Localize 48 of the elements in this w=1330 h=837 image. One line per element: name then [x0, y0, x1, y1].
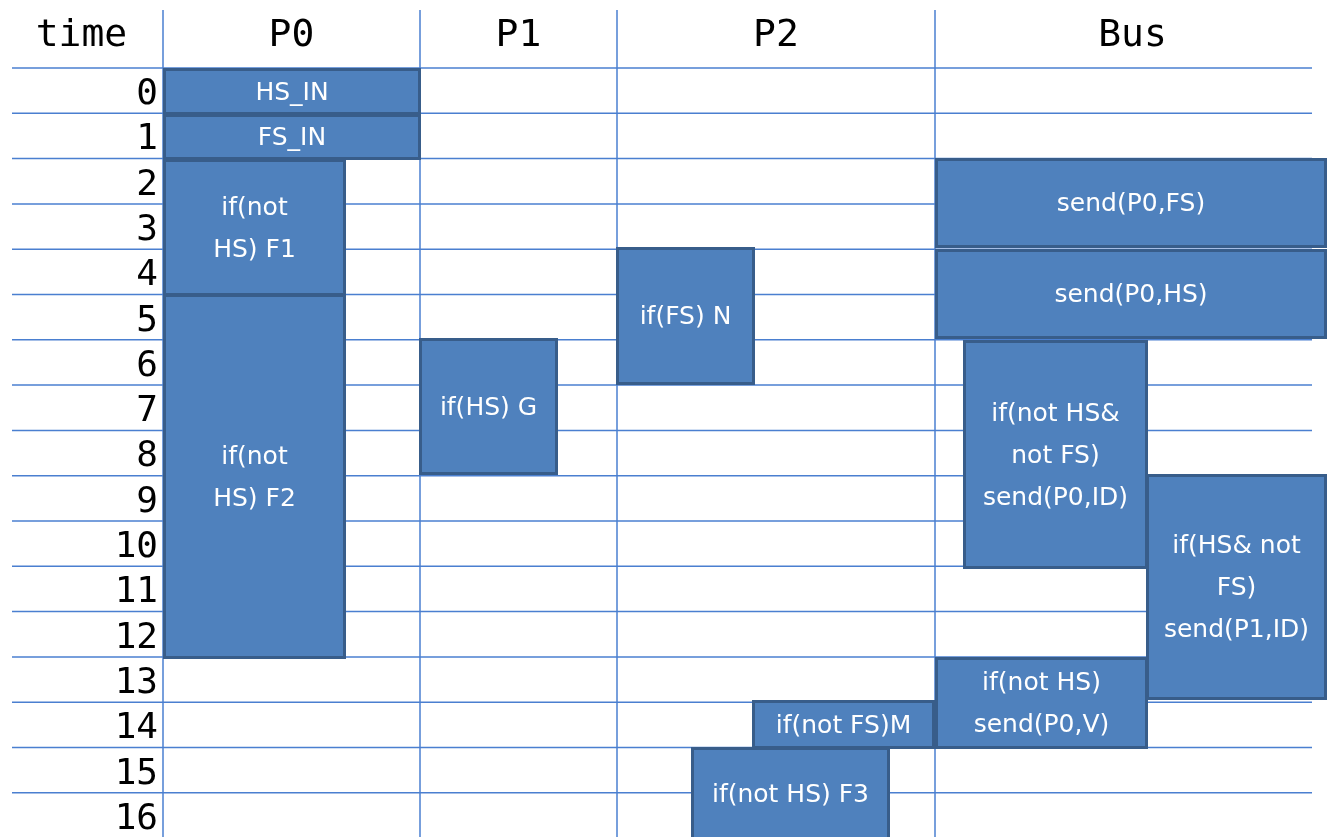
column-header: Bus — [1097, 10, 1168, 57]
time-label: 3 — [136, 205, 158, 250]
column-header: P0 — [267, 10, 316, 57]
time-label: 14 — [114, 704, 158, 749]
time-label: 11 — [114, 568, 158, 613]
task-label: if(not HS) send(P0,V) — [972, 666, 1111, 740]
task-block — [616, 247, 755, 385]
task-block — [1146, 474, 1327, 700]
task-label: send(P0,HS) — [1054, 278, 1208, 310]
task-label: if(FS) N — [639, 300, 732, 332]
time-label: 7 — [136, 387, 158, 432]
column-header: P1 — [494, 10, 543, 57]
task-block — [935, 249, 1327, 339]
task-block — [163, 114, 421, 160]
task-block — [935, 657, 1148, 749]
task-block — [963, 340, 1148, 569]
axis-title: time — [34, 10, 129, 57]
time-label: 4 — [136, 251, 158, 296]
task-label: HS_IN — [255, 75, 329, 108]
task-label: if(not HS& not FS) send(P0,ID) — [981, 396, 1130, 513]
task-block — [419, 338, 558, 475]
task-block — [752, 700, 935, 749]
task-block — [691, 747, 890, 837]
task-label: if(not HS) F3 — [711, 777, 869, 810]
time-label: 15 — [114, 749, 158, 794]
time-label: 2 — [136, 160, 158, 205]
task-label: if(not HS) F2 — [212, 439, 297, 514]
task-label: FS_IN — [257, 121, 327, 153]
time-label: 13 — [114, 658, 158, 703]
time-label: 1 — [136, 115, 158, 160]
time-label: 6 — [136, 341, 158, 386]
task-label: if(not FS)M — [775, 708, 912, 741]
task-label: if(not HS) F1 — [212, 190, 297, 265]
task-block — [163, 294, 346, 659]
time-label: 8 — [136, 432, 158, 477]
column-header: P2 — [752, 10, 800, 57]
time-label: 0 — [136, 70, 158, 114]
task-label: if(HS& not FS) send(P1,ID) — [1162, 529, 1311, 645]
task-label: send(P0,FS) — [1056, 187, 1206, 219]
time-label: 5 — [136, 296, 158, 341]
task-block — [935, 158, 1327, 248]
time-label: 16 — [114, 794, 158, 837]
task-label: if(HS) G — [439, 390, 538, 423]
time-label: 9 — [136, 477, 158, 522]
time-label: 12 — [114, 613, 158, 658]
time-label: 10 — [114, 523, 158, 567]
task-block — [163, 159, 346, 296]
task-block — [163, 68, 421, 115]
